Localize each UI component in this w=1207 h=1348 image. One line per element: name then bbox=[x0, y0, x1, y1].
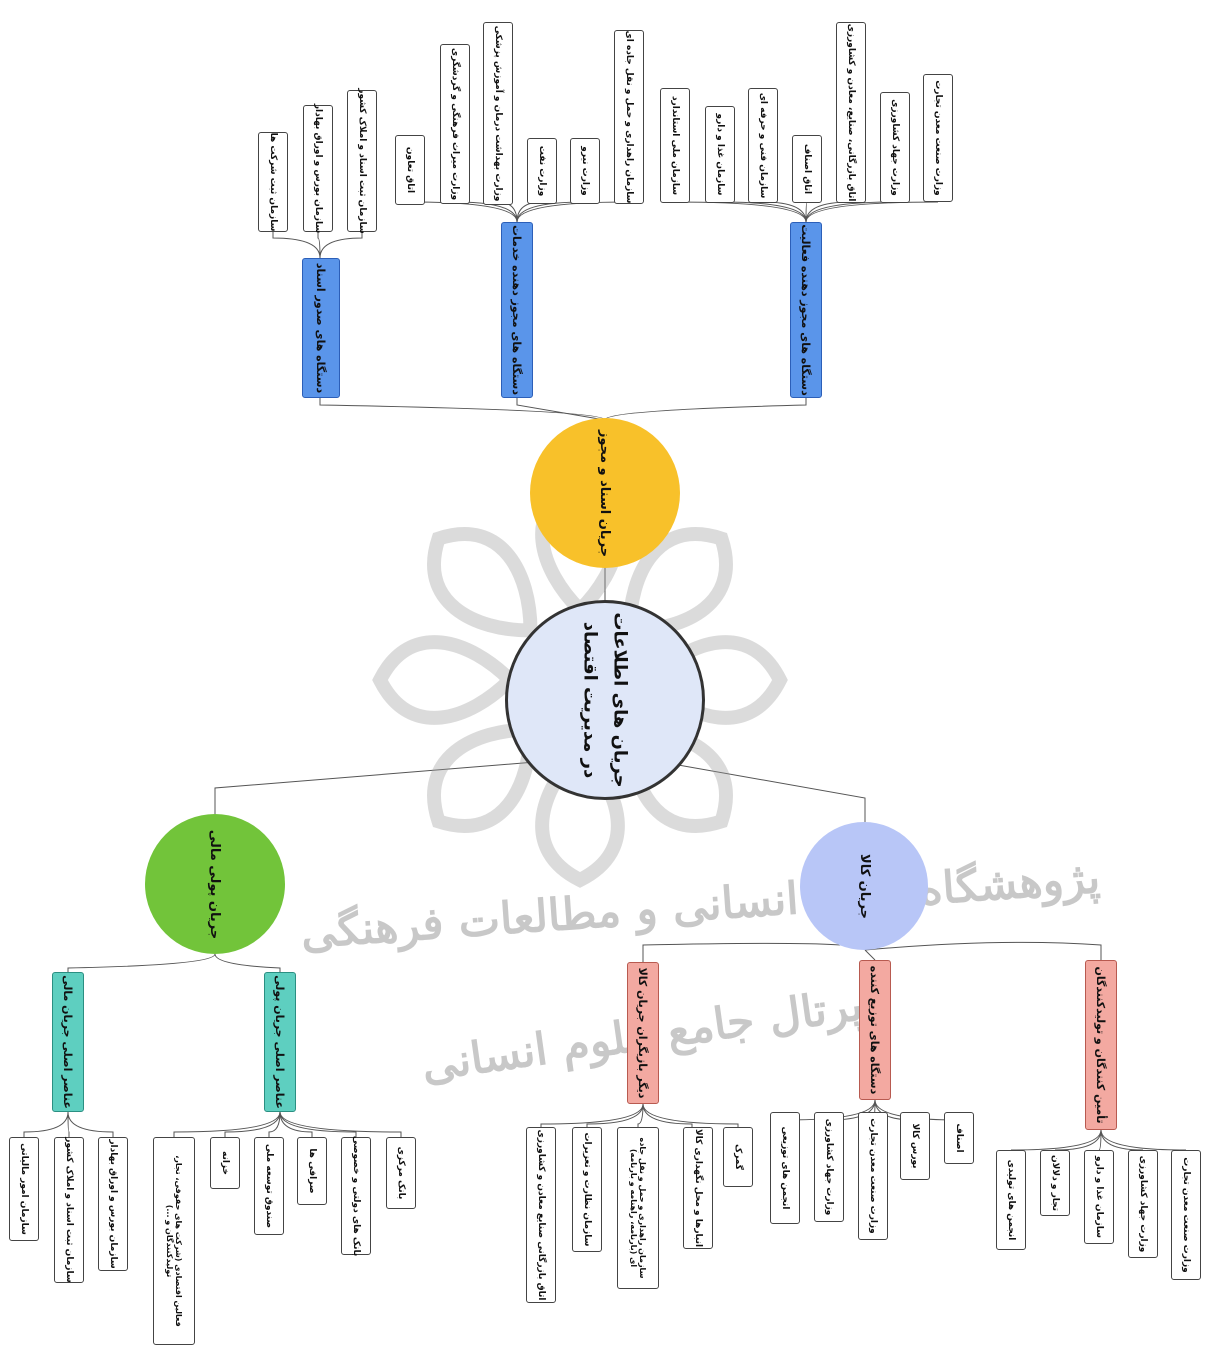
leaf-label: گمرک bbox=[723, 1127, 753, 1187]
leaf-label: سازمان بورس و اوراق بهادار bbox=[303, 104, 333, 233]
leaf-label: سازمان ثبت اسناد و املاک کشور bbox=[347, 88, 377, 234]
leaf-label: سازمان بورس و اوراق بهادار bbox=[98, 1137, 128, 1271]
connector-line bbox=[762, 201, 807, 223]
group-label: دستگاه های توزیع کننده bbox=[859, 960, 891, 1100]
connector-line bbox=[279, 1111, 357, 1137]
connector-line bbox=[1100, 1129, 1144, 1151]
connector-line bbox=[67, 1111, 114, 1137]
connector-line bbox=[23, 1111, 69, 1137]
leaf-label: سازمان غذا و دارو bbox=[705, 106, 735, 203]
connector-line bbox=[1010, 1129, 1102, 1151]
center-node: جریان های اطلاعات در مدیریت اقتصاد bbox=[505, 600, 705, 800]
leaf-label: اصناف bbox=[944, 1112, 974, 1164]
money-flow-node: جریان پولی مالی bbox=[145, 814, 285, 954]
leaf-label: اتاق بازرگانی، صنایع، معادن و کشاورزی bbox=[836, 22, 866, 203]
connector-line bbox=[279, 1111, 313, 1137]
connector-line bbox=[173, 1111, 281, 1137]
group-label: دیگر بازیگران جریان کالا bbox=[627, 962, 659, 1104]
connector-line bbox=[1100, 1129, 1187, 1151]
connector-line bbox=[642, 942, 866, 962]
leaf-label: وزارت صنعت معدن تجارت bbox=[858, 1112, 888, 1240]
leaf-label: وزارت جهاد کشاورزی bbox=[814, 1112, 844, 1222]
leaf-label: وزارت صنعت معدن تجارت bbox=[1171, 1150, 1201, 1280]
connector-line bbox=[67, 953, 216, 972]
goods-flow-node: جریان کالا bbox=[800, 822, 928, 950]
connector-line bbox=[540, 1103, 644, 1127]
leaf-label: بانک مرکزی bbox=[386, 1137, 416, 1209]
group-label: دستگاه های مجوز دهنده فعالیت bbox=[790, 222, 822, 398]
leaf-label: تجار و دلالان bbox=[1040, 1150, 1070, 1216]
leaf-label: صرافی ها bbox=[297, 1137, 327, 1205]
leaf-label: سازمان ملی استاندارد bbox=[660, 88, 690, 203]
leaf-label: اتاق اصناف bbox=[792, 135, 822, 203]
connector-line bbox=[516, 201, 543, 223]
leaf-label: بورس کالا bbox=[900, 1112, 930, 1180]
leaf-label: سازمان ثبت شرکت ها bbox=[258, 132, 288, 232]
leaf-label: سازمان ثبت اسناد و املاک کشور bbox=[54, 1137, 84, 1283]
connector-line bbox=[409, 201, 518, 223]
group-label: تأمین کنندگان و تولیدکنندگان bbox=[1085, 960, 1117, 1130]
leaf-label: سازمان راهداری و حمل و نقل جاده ای (بارن… bbox=[617, 1127, 659, 1289]
leaf-label: اتاق تعاون bbox=[395, 135, 425, 205]
leaf-label: صندوق توسعه ملی bbox=[254, 1137, 284, 1235]
leaf-label: وزارت جهاد کشاورزی bbox=[880, 92, 910, 203]
group-label: دستگاه های مجوز دهنده خدمات bbox=[501, 222, 533, 398]
connector-line bbox=[319, 232, 363, 259]
license-flow-label: جریان اسناد و مجوز bbox=[597, 429, 613, 557]
leaf-label: وزارت بهداشت درمان و آموزش پزشکی bbox=[483, 22, 513, 205]
connector-line bbox=[642, 1103, 739, 1127]
leaf-label: بانک های دولتی و خصوصی bbox=[341, 1136, 371, 1256]
connector-line bbox=[516, 201, 630, 223]
money-flow-label: جریان پولی مالی bbox=[207, 829, 223, 939]
group-label: عناصر اصلی جریان مالی bbox=[52, 972, 84, 1112]
leaf-label: وزارت نیرو bbox=[570, 138, 600, 204]
center-node-label: جریان های اطلاعات در مدیریت اقتصاد bbox=[575, 612, 635, 787]
connector-line bbox=[864, 949, 876, 961]
connector-line bbox=[214, 953, 281, 972]
goods-flow-label: جریان کالا bbox=[856, 853, 872, 919]
leaf-label: خزانه bbox=[210, 1137, 240, 1189]
connector-line bbox=[272, 232, 321, 259]
leaf-label: فعالین اقتصادی (شرکت های حقوقی، تجار، تو… bbox=[153, 1137, 195, 1345]
connector-line bbox=[637, 1103, 644, 1127]
leaf-label: سازمان راهداری و حمل و نقل جاده ای bbox=[614, 30, 644, 204]
leaf-label: وزارت صنعت معدن تجارت bbox=[923, 74, 953, 202]
connector-line bbox=[224, 1111, 281, 1137]
connector-line bbox=[516, 398, 606, 421]
connector-line bbox=[642, 1103, 693, 1127]
connector-line bbox=[805, 201, 896, 223]
connector-line bbox=[586, 1103, 644, 1127]
leaf-label: انجمن های تولیدی bbox=[996, 1150, 1026, 1250]
group-label: دستگاه های صدور اسناد bbox=[302, 258, 340, 398]
group-label: عناصر اصلی جریان پولی bbox=[264, 972, 296, 1112]
leaf-label: وزارت میراث فرهنگی و گردشگری bbox=[440, 44, 470, 204]
connector-line bbox=[268, 1111, 281, 1137]
leaf-label: وزارت جهاد کشاورزی bbox=[1128, 1150, 1158, 1258]
connector-line bbox=[864, 941, 1102, 960]
leaf-label: انبارها و محل نگهداری کالا bbox=[683, 1127, 713, 1249]
leaf-label: سازمان غذا و دارو bbox=[1084, 1150, 1114, 1244]
leaf-label: اتاق بازرگانی صنایع معادن و کشاورزی bbox=[526, 1127, 556, 1303]
center-title: جریان های اطلاعات bbox=[609, 612, 631, 788]
connector-line bbox=[719, 201, 807, 223]
connector-line bbox=[674, 201, 807, 223]
leaf-label: انجمن های توزیعی bbox=[770, 1112, 800, 1224]
leaf-label: سازمان امور مالیاتی bbox=[9, 1137, 39, 1241]
connector-line bbox=[279, 1111, 402, 1137]
connector-line bbox=[319, 398, 606, 421]
center-subtitle: در مدیریت اقتصاد bbox=[579, 621, 601, 779]
leaf-label: سازمان نظارت و تعزیرات bbox=[572, 1127, 602, 1252]
connector-line bbox=[805, 201, 939, 223]
leaf-label: سازمان فنی و حرفه ای bbox=[748, 88, 778, 203]
leaf-label: وزارت نفت bbox=[527, 138, 557, 204]
license-flow-node: جریان اسناد و مجوز bbox=[530, 418, 680, 568]
connector-line bbox=[604, 398, 807, 421]
